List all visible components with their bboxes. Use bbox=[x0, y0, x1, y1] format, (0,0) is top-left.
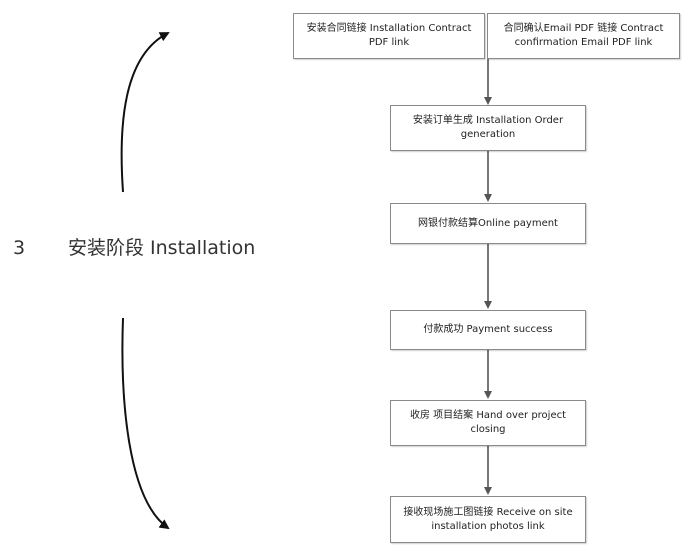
node-hand-over-project-closing: 收房 项目结案 Hand over project closing bbox=[390, 400, 586, 446]
bracket-upper-curve-arrow bbox=[120, 32, 170, 193]
node-installation-order-generation: 安装订单生成 Installation Order generation bbox=[390, 105, 586, 151]
node-installation-contract-link: 安装合同链接 Installation Contract PDF link bbox=[293, 13, 485, 59]
node-receive-site-photos-link: 接收现场施工图链接 Receive on site installation p… bbox=[390, 496, 586, 543]
node-online-payment: 网银付款结算Online payment bbox=[390, 203, 586, 244]
node-payment-success: 付款成功 Payment success bbox=[390, 310, 586, 350]
bracket-lower-curve-arrow bbox=[121, 317, 170, 530]
stage-number: 3 bbox=[13, 237, 26, 259]
stage-label: 安装阶段 Installation bbox=[68, 237, 256, 259]
node-contract-confirmation-email: 合同确认Email PDF 链接 Contract confirmation E… bbox=[487, 13, 680, 59]
